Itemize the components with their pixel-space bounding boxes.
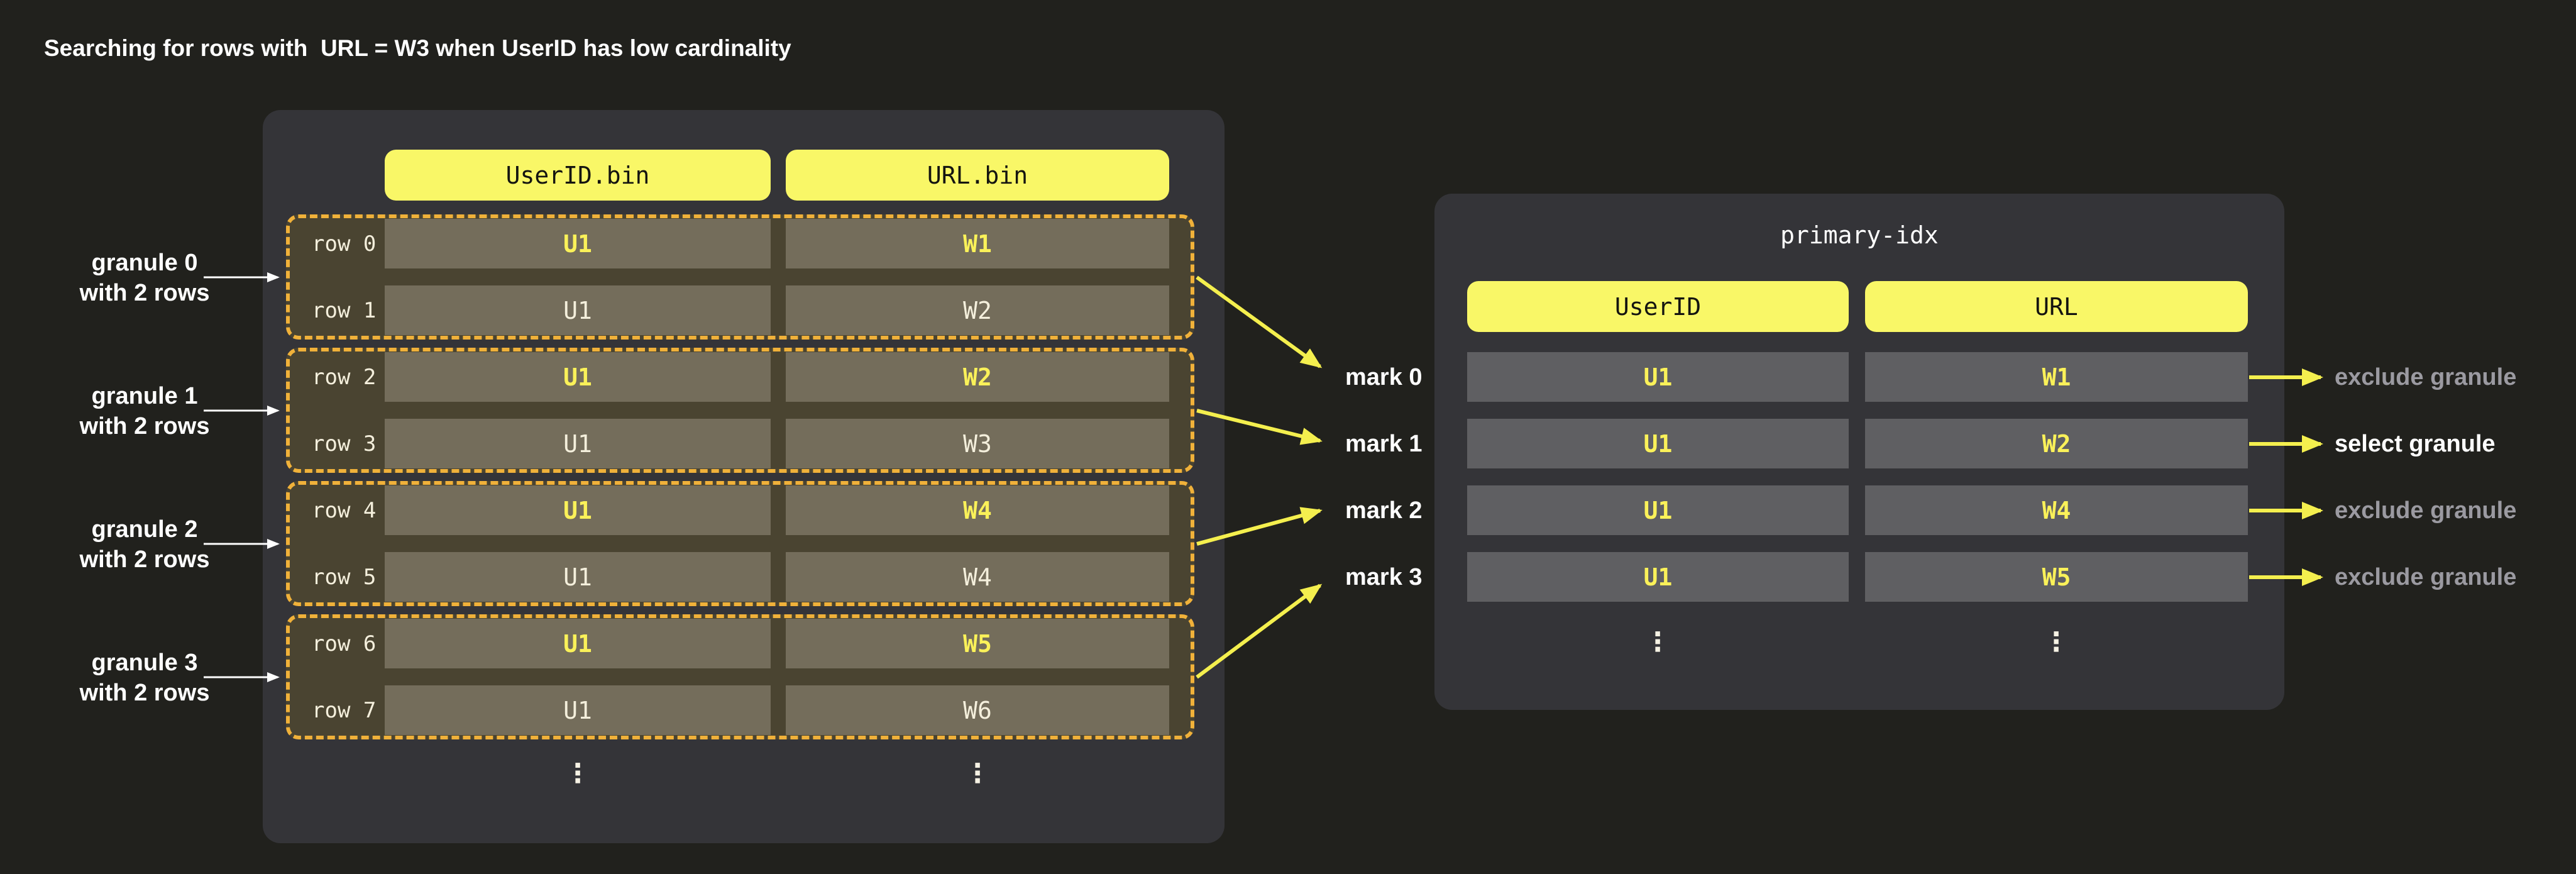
idx-url-ellipsis: ⋮ bbox=[2043, 626, 2069, 657]
mark-1-label: mark 1 bbox=[1345, 431, 1423, 457]
idx-cell-userid: U1 bbox=[1467, 552, 1849, 602]
row-label: row 0 bbox=[312, 231, 377, 257]
granule-0-label: granule 0 with 2 rows bbox=[25, 248, 264, 308]
granule-label-line2: with 2 rows bbox=[79, 680, 210, 706]
idx-cell-url: W4 bbox=[1865, 485, 2248, 535]
row-label: row 3 bbox=[312, 431, 377, 456]
action-label-exclude-granule-0: exclude granule bbox=[2335, 364, 2517, 390]
idx-cell-userid: U1 bbox=[1467, 419, 1849, 468]
granule-label-line2: with 2 rows bbox=[79, 546, 210, 573]
mark-2-label: mark 2 bbox=[1345, 497, 1423, 524]
row-label: row 5 bbox=[312, 564, 377, 590]
cell-url: W1 bbox=[786, 219, 1169, 268]
column-header-userid-bin: UserID.bin bbox=[385, 150, 771, 201]
mark-0-label: mark 0 bbox=[1345, 364, 1423, 390]
cell-userid: U1 bbox=[385, 685, 771, 735]
row-label: row 1 bbox=[312, 297, 377, 323]
idx-cell-userid: U1 bbox=[1467, 485, 1849, 535]
mark-3-label: mark 3 bbox=[1345, 564, 1423, 590]
granule-1-label: granule 1 with 2 rows bbox=[25, 381, 264, 441]
row-label: row 2 bbox=[312, 364, 377, 390]
row-label: row 7 bbox=[312, 697, 377, 723]
cell-userid: U1 bbox=[385, 419, 771, 468]
cell-url: W6 bbox=[786, 685, 1169, 735]
column-header-url-bin: URL.bin bbox=[786, 150, 1169, 201]
cell-url: W4 bbox=[786, 552, 1169, 602]
cell-userid: U1 bbox=[385, 352, 771, 402]
cell-url: W4 bbox=[786, 485, 1169, 535]
cell-url: W3 bbox=[786, 419, 1169, 468]
granule-2-label: granule 2 with 2 rows bbox=[25, 514, 264, 575]
row-label: row 4 bbox=[312, 497, 377, 523]
idx-cell-userid: U1 bbox=[1467, 352, 1849, 402]
url-column-ellipsis: ⋮ bbox=[964, 757, 991, 788]
column-header-url: URL bbox=[1865, 281, 2248, 332]
idx-userid-ellipsis: ⋮ bbox=[1644, 626, 1671, 657]
cell-url: W5 bbox=[786, 619, 1169, 668]
granule-label-line2: with 2 rows bbox=[79, 413, 210, 440]
cell-userid: U1 bbox=[385, 285, 771, 335]
idx-cell-url: W1 bbox=[1865, 352, 2248, 402]
cell-userid: U1 bbox=[385, 552, 771, 602]
row-label: row 6 bbox=[312, 631, 377, 656]
idx-cell-url: W2 bbox=[1865, 419, 2248, 468]
granule-label-line1: granule 1 bbox=[91, 383, 198, 409]
idx-cell-url: W5 bbox=[1865, 552, 2248, 602]
granule-label-line1: granule 2 bbox=[91, 516, 198, 543]
cell-userid: U1 bbox=[385, 219, 771, 268]
action-label-exclude-granule-3: exclude granule bbox=[2335, 564, 2517, 590]
cell-url: W2 bbox=[786, 285, 1169, 335]
granule-label-line1: granule 0 bbox=[91, 250, 198, 276]
granule-label-line2: with 2 rows bbox=[79, 280, 210, 306]
primary-idx-title: primary-idx bbox=[1780, 221, 1939, 249]
page-title: Searching for rows with URL = W3 when Us… bbox=[44, 35, 791, 61]
column-header-userid: UserID bbox=[1467, 281, 1849, 332]
action-label-select-granule: select granule bbox=[2335, 431, 2496, 457]
userid-column-ellipsis: ⋮ bbox=[564, 757, 591, 788]
cell-userid: U1 bbox=[385, 619, 771, 668]
bin-files-panel: UserID.bin URL.bin row 0 U1 W1 row 1 U1 … bbox=[263, 110, 1225, 843]
granule-3-label: granule 3 with 2 rows bbox=[25, 648, 264, 708]
cell-userid: U1 bbox=[385, 485, 771, 535]
granule-label-line1: granule 3 bbox=[91, 650, 198, 676]
action-label-exclude-granule-2: exclude granule bbox=[2335, 497, 2517, 524]
primary-idx-panel: primary-idx UserID URL U1 W1 U1 W2 U1 W4… bbox=[1434, 194, 2284, 710]
cell-url: W2 bbox=[786, 352, 1169, 402]
